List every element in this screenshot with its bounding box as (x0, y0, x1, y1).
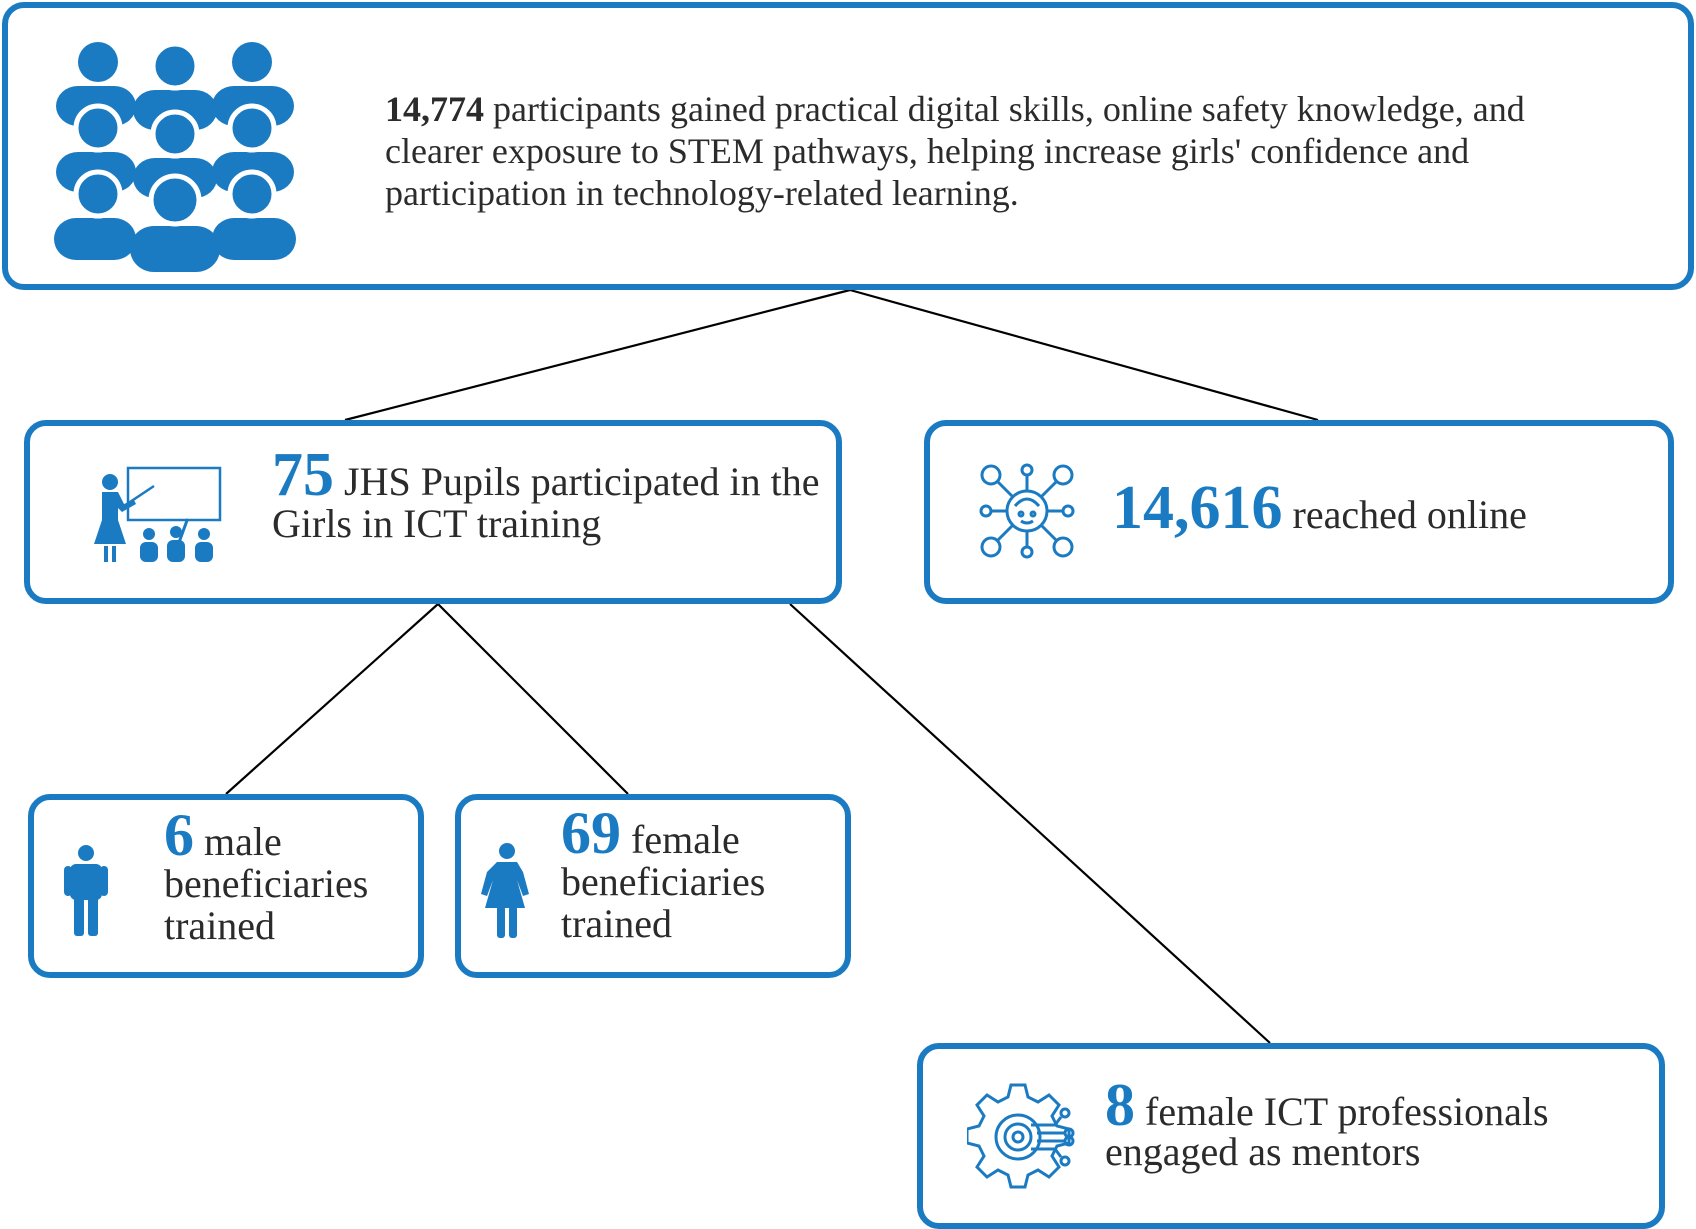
jhs-description: JHS Pupils participated in the Girls in … (272, 459, 820, 546)
male-number: 6 (164, 802, 194, 868)
mentors-description: female ICT professionals engaged as ment… (1105, 1089, 1549, 1174)
male-beneficiaries-box: 6 male beneficiaries trained (28, 794, 424, 978)
reached-online-box: 14,616 reached online (924, 420, 1674, 604)
online-text: 14,616 reached online (1112, 477, 1672, 545)
gear-circuit-icon (967, 1083, 1075, 1189)
connector-jhs-to-male (225, 603, 439, 795)
male-person-icon (64, 845, 108, 936)
jhs-text: 75 JHS Pupils participated in the Girls … (272, 444, 832, 546)
summary-box: 14,774 participants gained practical dig… (2, 2, 1694, 290)
summary-description: participants gained practical digital sk… (385, 89, 1525, 213)
female-description: female beneficiaries trained (561, 817, 766, 946)
male-description: male beneficiaries trained (164, 819, 369, 948)
mentors-text: 8 female ICT professionals engaged as me… (1105, 1075, 1655, 1174)
group-people-icon (54, 41, 296, 272)
network-avatar-icon (979, 463, 1075, 559)
summary-text: 14,774 participants gained practical dig… (385, 88, 1585, 214)
male-text: 6 male beneficiaries trained (164, 805, 414, 948)
connector-jhs-to-mentors (789, 603, 1271, 1044)
jhs-number: 75 (272, 441, 334, 509)
mentors-number: 8 (1105, 1072, 1135, 1138)
female-person-icon (481, 843, 529, 938)
connector-top-to-jhs (344, 288, 851, 422)
summary-number: 14,774 (385, 89, 484, 129)
female-beneficiaries-box: 69 female beneficiaries trained (455, 794, 851, 978)
jhs-pupils-box: 75 JHS Pupils participated in the Girls … (24, 420, 842, 604)
online-number: 14,616 (1112, 474, 1283, 542)
connector-jhs-to-female (437, 603, 629, 795)
female-text: 69 female beneficiaries trained (561, 803, 841, 946)
female-number: 69 (561, 800, 621, 866)
teacher-classroom-icon (94, 466, 222, 562)
mentors-box: 8 female ICT professionals engaged as me… (917, 1043, 1665, 1229)
connector-top-to-online (849, 288, 1319, 422)
online-description: reached online (1282, 492, 1527, 537)
